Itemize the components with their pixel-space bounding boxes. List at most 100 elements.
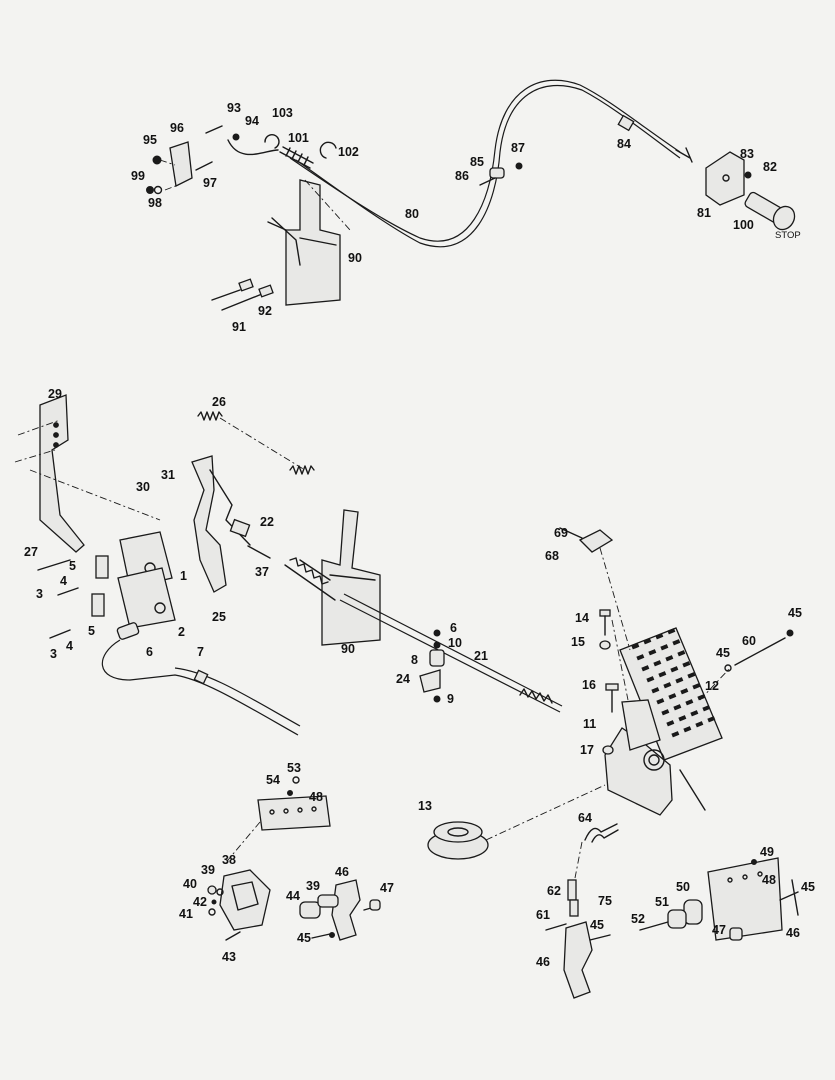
part-number-label: 31 [161, 468, 175, 482]
part-number-label: 50 [676, 880, 690, 894]
tread-mark [673, 704, 682, 711]
part-number-label: 22 [260, 515, 274, 529]
tread-mark [670, 666, 679, 673]
tread-mark [680, 688, 689, 695]
switch-50 [639, 899, 743, 941]
part-number-label: 48 [762, 873, 776, 887]
spring-26 [197, 411, 315, 475]
tread-mark [648, 649, 657, 656]
cable-21 [284, 557, 563, 713]
part-number-label: 4 [60, 574, 67, 588]
part-number-label: 100 [733, 218, 754, 232]
part-number-label: 102 [338, 145, 359, 159]
part-number-label: 29 [48, 387, 62, 401]
pedal-bracket-29 [14, 394, 161, 553]
tread-mark [661, 709, 670, 716]
part-number-label: 17 [580, 743, 594, 757]
lever-25 [191, 455, 271, 593]
part-number-label: 61 [536, 908, 550, 922]
u-bolt-64 [584, 823, 619, 843]
part-number-label: 94 [245, 114, 259, 128]
bracket-90-top [267, 179, 351, 306]
clamp-8 [419, 629, 445, 703]
part-number-label: 96 [170, 121, 184, 135]
plate-48-right [707, 857, 799, 941]
pedal-housing [604, 699, 706, 816]
part-number-label: 86 [455, 169, 469, 183]
part-number-label: 98 [148, 196, 162, 210]
part-number-label: 26 [212, 395, 226, 409]
part-number-label: 51 [655, 895, 669, 909]
tread-mark [695, 721, 704, 728]
part-number-label: 4 [66, 639, 73, 653]
part-number-label: 60 [742, 634, 756, 648]
part-number-label: 103 [272, 106, 293, 120]
plates-1-2 [37, 531, 176, 639]
tread-mark [687, 672, 696, 679]
part-number-label: 75 [598, 894, 612, 908]
tread-mark [655, 633, 664, 640]
tread-mark [660, 644, 669, 651]
pin-60 [699, 629, 794, 701]
part-number-label: 21 [474, 649, 488, 663]
part-number-label: 90 [341, 642, 355, 656]
part-number-label: 46 [335, 865, 349, 879]
tread-mark [672, 639, 681, 646]
tread-mark [653, 660, 662, 667]
switch-38 [207, 869, 271, 941]
tread-mark [692, 683, 701, 690]
part-number-label: 2 [178, 625, 185, 639]
tread-mark [675, 677, 684, 684]
part-number-label: 64 [578, 811, 592, 825]
part-number-label: 87 [511, 141, 525, 155]
tread-mark [702, 705, 711, 712]
part-number-label: 13 [418, 799, 432, 813]
part-number-label: 11 [583, 717, 596, 731]
part-number-label: 82 [763, 160, 777, 174]
tread-mark [658, 671, 667, 678]
bolts-91-92 [211, 278, 274, 311]
tread-mark [682, 661, 691, 668]
part-number-label: 95 [143, 133, 157, 147]
part-number-label: 68 [545, 549, 559, 563]
tread-mark [668, 693, 677, 700]
cable-clamp-85 [479, 162, 523, 186]
part-number-label: 39 [201, 863, 215, 877]
throttle-cable-assembly [146, 79, 796, 311]
clip-103 [264, 134, 280, 149]
tread-mark [643, 638, 652, 645]
part-number-label: 45 [716, 646, 730, 660]
part-number-label: 92 [258, 304, 272, 318]
tread-mark [707, 716, 716, 723]
part-number-label: 53 [287, 761, 301, 775]
part-number-label: 38 [222, 853, 236, 867]
tread-mark [641, 665, 650, 672]
part-number-label: 84 [617, 137, 631, 151]
tread-mark [663, 682, 672, 689]
part-number-label: 24 [396, 672, 410, 686]
part-number-label: 37 [255, 565, 269, 579]
part-number-label: 9 [447, 692, 454, 706]
part-number-label: 45 [801, 880, 815, 894]
part-number-label: 25 [212, 610, 226, 624]
part-number-label: 80 [405, 207, 419, 221]
part-number-label: 99 [131, 169, 145, 183]
part-number-label: 90 [348, 251, 362, 265]
tread-mark [666, 720, 675, 727]
cable-end-101 [279, 146, 314, 169]
tread-mark [678, 715, 687, 722]
part-number-label: 47 [712, 923, 726, 937]
tread-mark [690, 710, 699, 717]
part-number-label: 3 [36, 587, 43, 601]
part-number-label: 6 [146, 645, 153, 659]
tread-mark [667, 628, 676, 635]
bracket-68 [559, 527, 631, 651]
part-number-label: 10 [448, 636, 462, 650]
part-number-label: 42 [193, 895, 207, 909]
part-number-label: 40 [183, 877, 197, 891]
part-number-label: 39 [306, 879, 320, 893]
part-number-label: 6 [450, 621, 457, 635]
lever-46-right [545, 841, 611, 999]
part-number-label: 46 [536, 955, 550, 969]
clip-102 [319, 141, 337, 159]
